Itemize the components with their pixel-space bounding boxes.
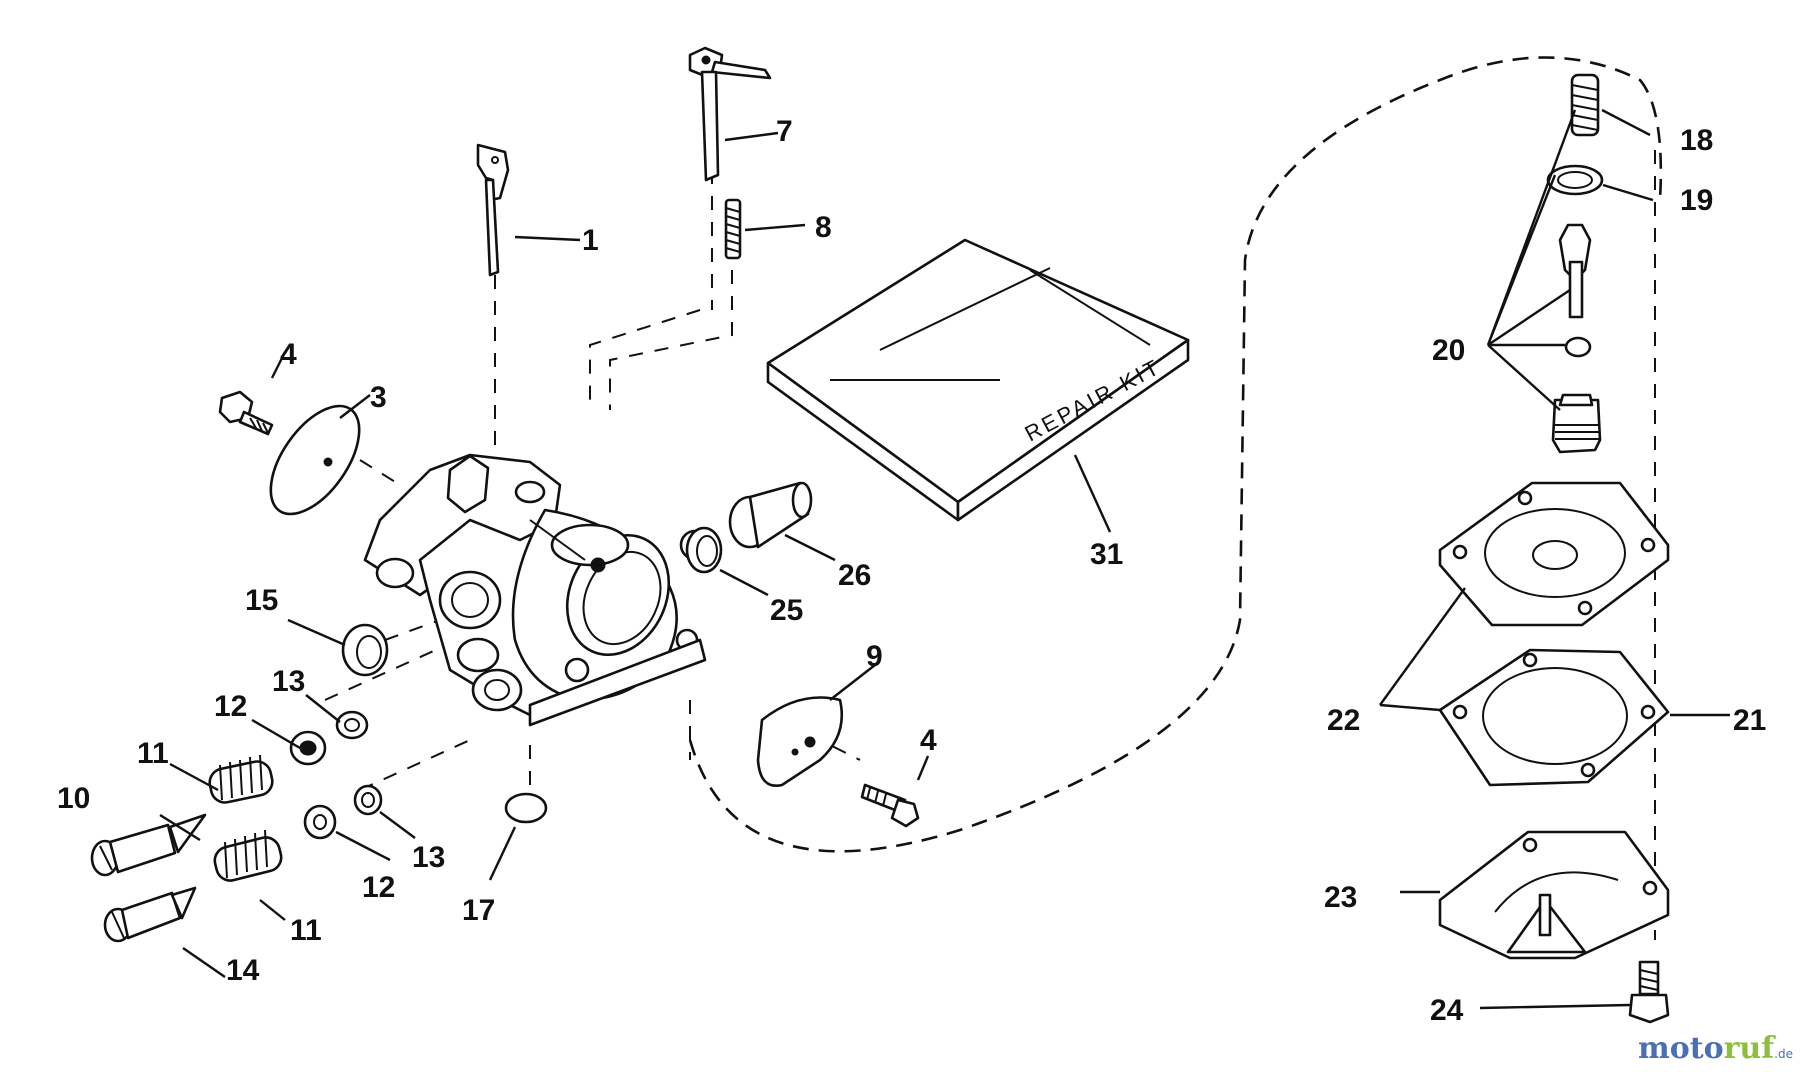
callout-3: 3 bbox=[370, 381, 387, 414]
callout-8: 8 bbox=[815, 211, 832, 244]
carburetor-body bbox=[363, 453, 711, 727]
part-13-o-ring-lower bbox=[353, 784, 383, 816]
callout-9: 9 bbox=[866, 640, 883, 673]
part-11-spring-lower bbox=[213, 829, 283, 882]
callout-19: 19 bbox=[1680, 184, 1713, 217]
part-18-spring bbox=[1570, 73, 1600, 137]
part-24-screw bbox=[1628, 960, 1670, 1024]
part-10-idle-mixture-needle bbox=[90, 813, 207, 877]
part-25-o-ring bbox=[685, 526, 723, 574]
watermark-logo: motoruf.de bbox=[1638, 1031, 1793, 1066]
callout-15: 15 bbox=[245, 584, 278, 617]
callout-12-upper: 12 bbox=[214, 690, 247, 723]
callout-21: 21 bbox=[1733, 704, 1766, 737]
part-20-needle-seat bbox=[1551, 393, 1602, 454]
callout-22: 22 bbox=[1327, 704, 1360, 737]
callout-11-lower: 11 bbox=[290, 914, 322, 947]
callout-24: 24 bbox=[1430, 994, 1464, 1027]
callout-18: 18 bbox=[1680, 124, 1713, 157]
leader-lines bbox=[159, 108, 1730, 1010]
part-9-choke-plate bbox=[756, 696, 844, 787]
svg-text:motoruf.de: motoruf.de bbox=[1638, 1031, 1793, 1066]
part-19-gasket-ring bbox=[1546, 164, 1604, 196]
part-26-fuel-inlet-fitting bbox=[728, 481, 813, 549]
repair-kit-boundary bbox=[688, 56, 1663, 853]
part-17-expansion-plug bbox=[504, 792, 548, 824]
part-12-washer-lower bbox=[303, 804, 337, 840]
part-12-washer-upper bbox=[289, 730, 327, 766]
callout-4-upper: 4 bbox=[280, 338, 297, 371]
part-31-repair-kit-box: REPAIR KIT bbox=[766, 238, 1190, 522]
callout-10: 10 bbox=[57, 782, 90, 815]
part-7-choke-shaft bbox=[688, 46, 772, 182]
part-14-main-mixture-needle bbox=[103, 886, 197, 943]
callout-20: 20 bbox=[1432, 334, 1465, 367]
callout-11-upper: 11 bbox=[137, 737, 169, 770]
part-21-diaphragm-gasket bbox=[1438, 648, 1670, 787]
part-23-fuel-bowl-cover bbox=[1438, 830, 1670, 960]
callout-23: 23 bbox=[1324, 881, 1357, 914]
part-22-diaphragm-cover bbox=[1438, 481, 1670, 627]
callout-14: 14 bbox=[226, 954, 260, 987]
callout-26: 26 bbox=[838, 559, 871, 592]
callout-17: 17 bbox=[462, 894, 495, 927]
part-8-spring bbox=[724, 198, 742, 260]
part-1-throttle-lever bbox=[476, 143, 510, 277]
callout-13-upper: 13 bbox=[272, 665, 305, 698]
callout-25: 25 bbox=[770, 594, 803, 627]
part-13-o-ring-upper bbox=[335, 710, 369, 740]
part-11-spring-upper bbox=[208, 754, 274, 804]
part-3-throttle-plate bbox=[269, 404, 361, 516]
part-15-welch-plug bbox=[341, 623, 389, 677]
callout-1: 1 bbox=[582, 224, 599, 257]
part-4-screw-lower bbox=[860, 783, 920, 828]
part-4-screw-upper bbox=[218, 390, 274, 436]
callout-4-lower: 4 bbox=[920, 724, 937, 757]
callout-7: 7 bbox=[776, 115, 793, 148]
part-20-inlet-needle bbox=[1558, 223, 1592, 319]
callout-12-lower: 12 bbox=[362, 871, 395, 904]
callout-13-lower: 13 bbox=[412, 841, 445, 874]
callout-labels: 1 3 4 7 8 9 4 10 11 12 13 15 14 11 12 13… bbox=[57, 115, 1766, 1027]
part-20-needle-clip bbox=[1564, 336, 1592, 358]
callout-31: 31 bbox=[1090, 538, 1123, 571]
